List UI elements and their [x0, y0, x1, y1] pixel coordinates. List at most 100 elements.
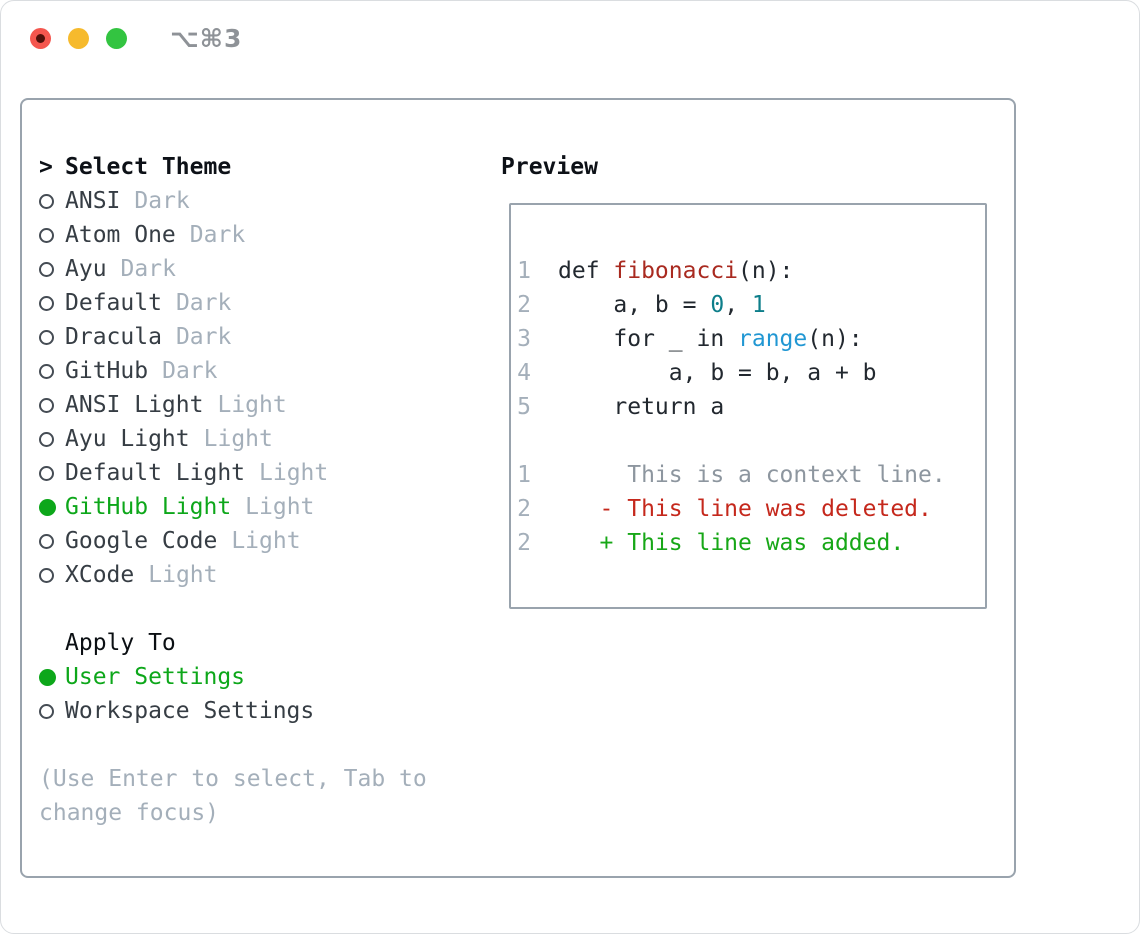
titlebar: ⌥⌘3 — [30, 24, 242, 53]
radio-icon[interactable] — [39, 498, 56, 516]
radio-icon[interactable] — [39, 668, 56, 686]
minimize-button[interactable] — [68, 27, 89, 49]
select-theme-title: Select Theme — [65, 154, 232, 180]
theme-option-row[interactable]: Ayu Light Light — [39, 422, 427, 456]
code-segment: range — [738, 326, 808, 352]
hint-text-line-1: (Use Enter to select, Tab to — [39, 766, 427, 792]
apply-to-title: Apply To — [65, 630, 176, 656]
close-button[interactable] — [30, 27, 51, 49]
theme-option-row[interactable]: XCode Light — [39, 558, 427, 592]
line-number: 1 — [517, 258, 531, 284]
theme-variant-label: Dark — [189, 222, 246, 248]
radio-icon[interactable] — [39, 193, 54, 209]
code-line: 2 - This line was deleted. — [517, 492, 985, 526]
radio-icon[interactable] — [39, 295, 54, 311]
code-line-content: - This line was deleted. — [558, 496, 932, 522]
radio-icon[interactable] — [39, 397, 54, 413]
apply-to-header: Apply To — [39, 626, 427, 660]
theme-variant-label: Dark — [175, 324, 232, 350]
theme-name: Ayu — [65, 256, 107, 282]
theme-variant-label: Light — [231, 528, 301, 554]
radio-icon[interactable] — [39, 363, 54, 379]
theme-name: ANSI Light — [65, 392, 204, 418]
theme-variant-label: Dark — [134, 188, 190, 214]
line-number: 1 — [517, 462, 531, 488]
code-segment: (n): — [807, 326, 863, 352]
theme-variant-label: Light — [217, 392, 287, 418]
code-line: 4 a, b = b, a + b — [517, 356, 985, 390]
code-line: 1 def fibonacci(n): — [517, 254, 985, 288]
close-button-dot-icon — [36, 33, 45, 43]
line-number: 2 — [517, 530, 531, 556]
zoom-button[interactable] — [106, 27, 127, 49]
radio-icon[interactable] — [39, 533, 54, 549]
code-line: 3 for _ in range(n): — [517, 322, 985, 356]
radio-icon[interactable] — [39, 567, 54, 583]
radio-icon[interactable] — [39, 465, 54, 481]
radio-icon[interactable] — [39, 431, 54, 447]
theme-name: Ayu Light — [65, 426, 190, 452]
code-segment: for _ in — [558, 326, 739, 352]
theme-name: XCode — [65, 562, 135, 588]
theme-name: Default Light — [65, 460, 246, 486]
prompt-caret-icon: > — [39, 154, 53, 180]
radio-icon[interactable] — [39, 329, 54, 345]
theme-name: Google Code — [65, 528, 218, 554]
theme-variant-label: Light — [245, 494, 315, 520]
apply-to-option-name: User Settings — [65, 664, 246, 690]
theme-variant-label: Light — [259, 460, 329, 486]
apply-to-option-row[interactable]: User Settings — [39, 660, 427, 694]
preview-header: Preview — [501, 150, 987, 184]
code-segment: a, b = — [558, 292, 711, 318]
theme-variant-label: Light — [148, 562, 218, 588]
theme-variant-label: Dark — [162, 358, 218, 384]
theme-option-row[interactable]: Google Code Light — [39, 524, 427, 558]
theme-variant-label: Dark — [120, 256, 176, 282]
code-line-content: + This line was added. — [558, 530, 905, 556]
code-segment: def — [558, 258, 614, 284]
theme-variant-label: Light — [203, 426, 273, 452]
line-number: 5 — [517, 394, 531, 420]
code-line-content: This is a context line. — [558, 462, 946, 488]
theme-name: GitHub Light — [65, 494, 232, 520]
theme-option-row[interactable]: ANSI Dark — [39, 184, 427, 218]
code-segment: + This line was added. — [558, 530, 905, 556]
preview-title: Preview — [501, 154, 598, 180]
code-segment: , — [724, 292, 752, 318]
theme-option-row[interactable]: Ayu Dark — [39, 252, 427, 286]
theme-name: Dracula — [65, 324, 162, 350]
radio-icon[interactable] — [39, 261, 54, 277]
code-segment: a, b = b, a + b — [558, 360, 877, 386]
hint-text-line-2: change focus) — [39, 800, 220, 826]
radio-icon[interactable] — [39, 703, 54, 719]
code-line-content: a, b = 0, 1 — [558, 292, 765, 318]
theme-name: ANSI — [65, 188, 121, 214]
code-segment: 0 — [710, 292, 725, 318]
theme-option-row[interactable]: GitHub Light Light — [39, 490, 427, 524]
theme-option-row[interactable]: Default Light Light — [39, 456, 427, 490]
window-keyboard-shortcut: ⌥⌘3 — [170, 23, 243, 53]
apply-to-option-name: Workspace Settings — [65, 698, 315, 724]
code-line: 2 a, b = 0, 1 — [517, 288, 985, 322]
radio-icon[interactable] — [39, 227, 54, 243]
code-line — [517, 424, 985, 458]
apply-to-option-row[interactable]: Workspace Settings — [39, 694, 427, 728]
theme-name: Default — [65, 290, 162, 316]
code-segment: fibonacci — [613, 258, 739, 284]
line-number: 3 — [517, 326, 531, 352]
code-line: 2 + This line was added. — [517, 526, 985, 560]
select-theme-header: > Select Theme — [39, 150, 427, 184]
theme-option-row[interactable]: Dracula Dark — [39, 320, 427, 354]
line-number: 2 — [517, 496, 531, 522]
theme-option-row[interactable]: ANSI Light Light — [39, 388, 427, 422]
code-segment: (n): — [738, 258, 794, 284]
